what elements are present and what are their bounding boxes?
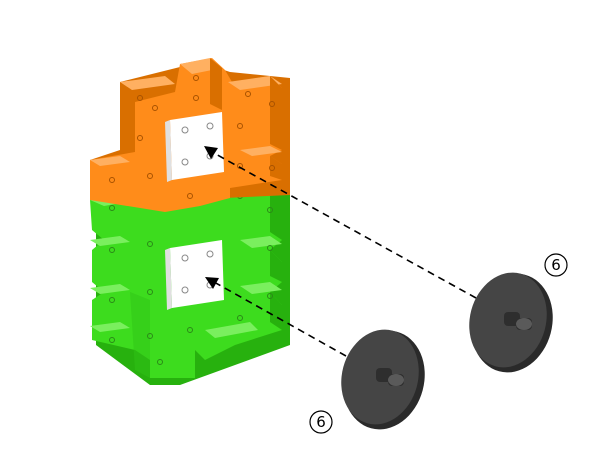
wheel-right xyxy=(459,264,564,382)
orange-block-assembly xyxy=(90,58,290,212)
callout-wheel-right: 6 xyxy=(545,254,567,276)
callout-label-right: 6 xyxy=(551,256,561,274)
green-window xyxy=(170,240,224,308)
callout-label-left: 6 xyxy=(316,413,326,431)
callout-wheel-left: 6 xyxy=(310,411,332,433)
wheel-left xyxy=(331,321,436,439)
orange-window xyxy=(170,112,224,180)
green-block-assembly xyxy=(90,182,290,385)
